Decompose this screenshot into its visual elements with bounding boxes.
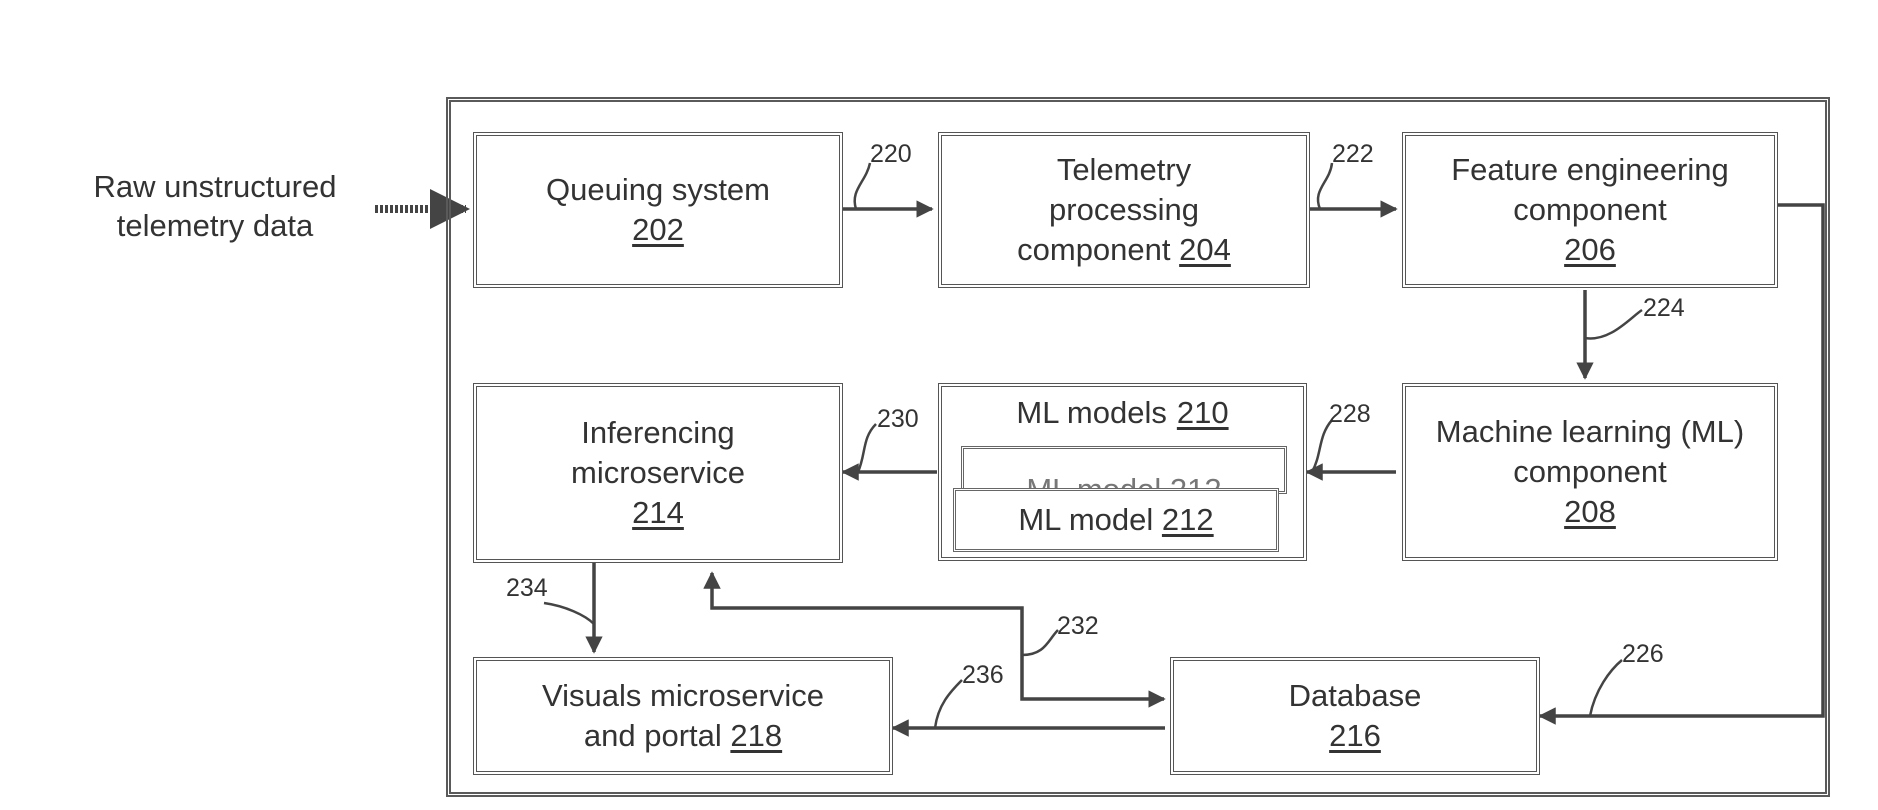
- telemetry-processing-line2: processing: [1049, 190, 1199, 230]
- ml-model-front-label: ML model: [1018, 502, 1153, 537]
- inferencing-line1: Inferencing: [581, 413, 734, 453]
- inferencing-microservice-box: Inferencing microservice 214: [473, 383, 843, 563]
- queuing-system-box: Queuing system 202: [473, 132, 843, 288]
- ml-model-card-back: ML model 212: [961, 446, 1287, 494]
- telemetry-processing-line3: component: [1017, 232, 1170, 267]
- ref-230: 230: [877, 405, 919, 433]
- input-label-line1: Raw unstructured: [60, 167, 370, 206]
- ref-226: 226: [1622, 640, 1664, 668]
- telemetry-processing-line1: Telemetry: [1057, 150, 1191, 190]
- ref-220: 220: [870, 140, 912, 168]
- ref-236: 236: [962, 661, 1004, 689]
- ref-222: 222: [1332, 140, 1374, 168]
- queuing-system-number: 202: [632, 210, 684, 250]
- ref-234: 234: [506, 574, 548, 602]
- feature-engineering-number: 206: [1564, 230, 1616, 270]
- ml-component-number: 208: [1564, 492, 1616, 532]
- ml-component-box: Machine learning (ML) component 208: [1402, 383, 1778, 561]
- visuals-line1: Visuals microservice: [542, 676, 824, 716]
- ml-models-label: ML models: [1016, 395, 1166, 430]
- visuals-line2: and portal: [584, 718, 722, 753]
- inferencing-line2: microservice: [571, 453, 745, 493]
- feature-engineering-line2: component: [1513, 190, 1666, 230]
- feature-engineering-line1: Feature engineering: [1451, 150, 1728, 190]
- ref-228: 228: [1329, 400, 1371, 428]
- ref-232: 232: [1057, 612, 1099, 640]
- inferencing-number: 214: [632, 493, 684, 533]
- database-label: Database: [1289, 676, 1422, 716]
- visuals-microservice-box: Visuals microservice and portal 218: [473, 657, 893, 775]
- database-box: Database 216: [1170, 657, 1540, 775]
- ml-component-line2: component: [1513, 452, 1666, 492]
- ml-model-front-number: 212: [1162, 502, 1214, 537]
- ref-224: 224: [1643, 294, 1685, 322]
- queuing-system-label: Queuing system: [546, 170, 770, 210]
- ml-models-number: 210: [1177, 395, 1229, 430]
- database-number: 216: [1329, 716, 1381, 756]
- input-label-line2: telemetry data: [60, 206, 370, 245]
- ml-model-card-front: ML model 212: [953, 488, 1279, 552]
- telemetry-processing-number: 204: [1179, 232, 1231, 267]
- visuals-number: 218: [730, 718, 782, 753]
- input-label: Raw unstructured telemetry data: [60, 167, 370, 245]
- feature-engineering-box: Feature engineering component 206: [1402, 132, 1778, 288]
- ml-component-line1: Machine learning (ML): [1436, 412, 1744, 452]
- telemetry-processing-box: Telemetry processing component 204: [938, 132, 1310, 288]
